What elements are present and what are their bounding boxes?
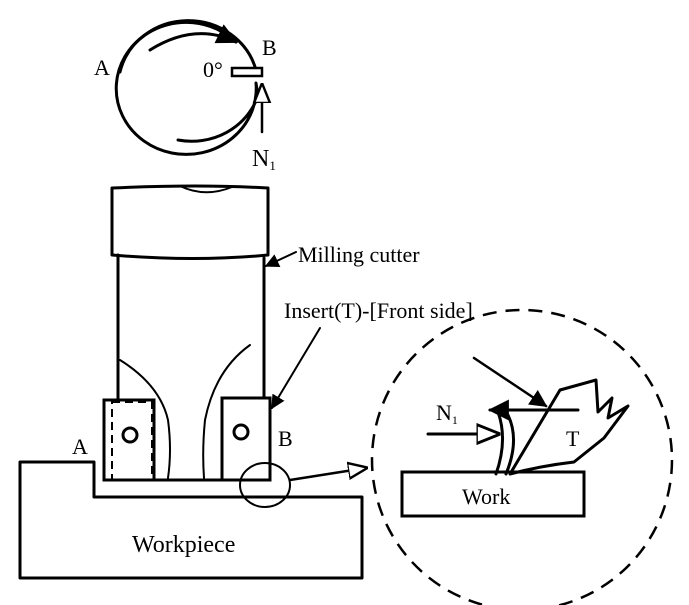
work-label: Work (462, 484, 510, 509)
label-a-main: A (72, 434, 88, 459)
detail-view: N1 T Work (370, 308, 674, 605)
screw-right (232, 423, 250, 441)
work-block (400, 470, 586, 518)
workpiece-body (18, 460, 364, 580)
detail-arrow (288, 468, 366, 482)
milling-cutter-leader (264, 251, 297, 268)
milling-cutter-label: Milling cutter (298, 242, 420, 267)
cut-direction-arrow (472, 356, 548, 408)
detail-circle-small (239, 462, 291, 508)
label-b-main: B (278, 426, 293, 451)
screw-left (121, 426, 139, 444)
rotation-circle-arc (118, 19, 258, 74)
main-view: Milling cutter Insert(T)-[Front side] A … (18, 184, 473, 580)
force-n1-label-top: N1 (252, 146, 276, 173)
top-view: A B 0° N1 (94, 19, 277, 173)
insert-leader (271, 327, 321, 410)
workpiece-label: Workpiece (132, 532, 235, 558)
cutter-head-curve (179, 185, 233, 194)
force-n1-label-detail: N1 (436, 400, 458, 427)
insert-label: Insert(T)-[Front side] (284, 298, 473, 323)
flute-curve-right (202, 344, 251, 479)
flute-curve-left (119, 359, 171, 479)
insert-right (220, 396, 272, 482)
insert-symbol (230, 66, 264, 78)
angle-label: 0° (203, 57, 223, 82)
detail-circle-large (370, 308, 674, 605)
rotation-arrow (148, 24, 238, 52)
label-a-top: A (94, 55, 110, 80)
tool-t-label: T (566, 426, 580, 451)
tool-insert (508, 378, 630, 476)
chip (494, 410, 515, 476)
label-b-top: B (262, 35, 277, 60)
cutter-head (110, 184, 270, 260)
